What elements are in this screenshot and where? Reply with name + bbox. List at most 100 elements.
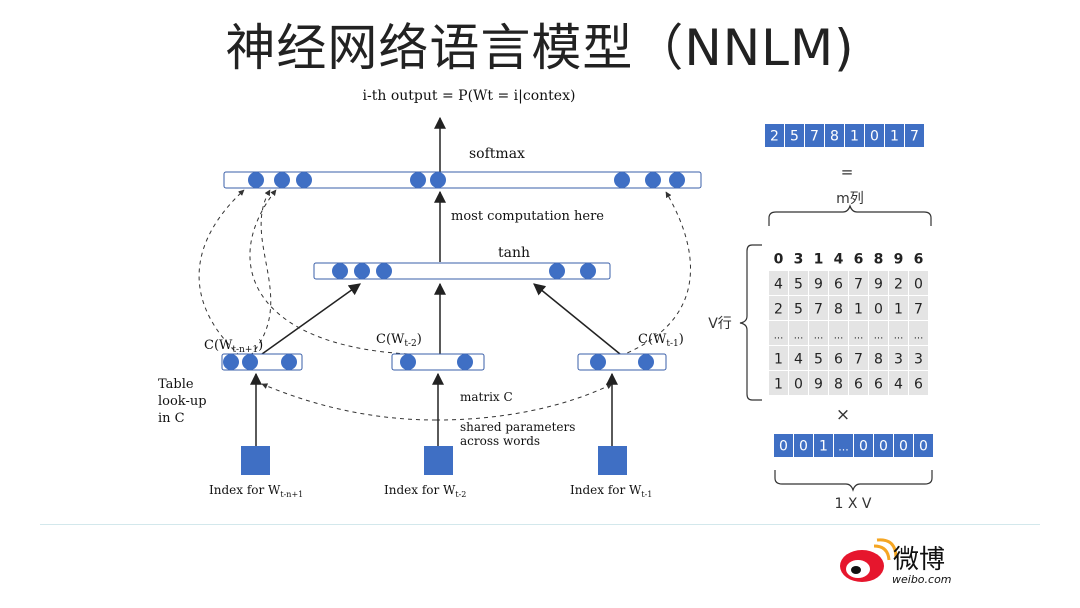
matrix-value: 8: [834, 302, 843, 318]
embedding-vector-cell: 5: [785, 124, 804, 147]
multiply-sign: ×: [836, 405, 850, 425]
onehot-vector-cell: 0: [874, 434, 893, 457]
matrix-value: 5: [794, 277, 803, 293]
onehot-vector-value: 0: [859, 439, 868, 455]
index-label-1: Index for Wt-n+1: [209, 483, 303, 499]
matrix-value: 5: [814, 352, 823, 368]
context-label-3: C(Wt-1): [638, 332, 684, 349]
matrix-cell: 0: [789, 371, 808, 395]
matrix-value: 6: [914, 377, 923, 393]
matrix-value: 8: [874, 252, 884, 268]
matrix-value: 9: [814, 377, 823, 393]
matrix-cell: 3: [889, 346, 908, 370]
tanh-neuron: [354, 263, 370, 279]
matrix-value: 0: [874, 302, 883, 318]
matrix-value: 1: [774, 377, 783, 393]
matrix-value: 8: [874, 352, 883, 368]
matrix-cell: 5: [809, 346, 828, 370]
tanh-neuron: [332, 263, 348, 279]
embedding-vector-value: 1: [850, 129, 859, 145]
matrix-value: 4: [894, 377, 903, 393]
v-rows-label: V行: [708, 316, 732, 332]
index-label-3: Index for Wt-1: [570, 483, 652, 499]
matrix-value: 3: [794, 252, 804, 268]
matrix-cell: ...: [809, 321, 828, 345]
matrix-value: 7: [914, 302, 923, 318]
matrix-cell: 4: [829, 246, 848, 270]
matrix-value: 5: [794, 302, 803, 318]
matrix-value: 4: [834, 252, 844, 268]
softmax-neuron: [614, 172, 630, 188]
tanh-neurons: [332, 263, 596, 279]
matrix-cell: ...: [909, 321, 928, 345]
matrix-cell: 7: [909, 296, 928, 320]
matrix-value: ...: [794, 331, 804, 342]
context-neuron: [242, 354, 258, 370]
matrix-value: 8: [834, 377, 843, 393]
embedding-vector-value: 5: [790, 129, 799, 145]
matrix-cell: 1: [889, 296, 908, 320]
matrix-cell: ...: [889, 321, 908, 345]
matrix-value: ...: [814, 331, 824, 342]
context-box-1: [221, 353, 303, 371]
ctx1-to-tanh-arrow: [261, 283, 361, 355]
matrix-cell: 1: [849, 296, 868, 320]
matrix-cell: 3: [789, 246, 808, 270]
matrix-value: 2: [774, 302, 783, 318]
embedding-vector-cell: 7: [805, 124, 824, 147]
matrix-value: 7: [814, 302, 823, 318]
embedding-vector-cell: 7: [905, 124, 924, 147]
matrix-cell: 6: [849, 371, 868, 395]
matrix-value: ...: [854, 331, 864, 342]
matrix-cell: 1: [809, 246, 828, 270]
skip-connection-middle: [249, 189, 409, 355]
matrix-value: 6: [914, 252, 924, 268]
matrix-cell: 8: [869, 246, 888, 270]
matrix-cell: ...: [869, 321, 888, 345]
matrix-value: 6: [854, 252, 864, 268]
ctx3-to-tanh-arrow: [533, 283, 621, 355]
weibo-brand: 微博: [893, 545, 945, 575]
embedding-vector-value: 0: [870, 129, 879, 145]
v-rows-brace: [739, 244, 762, 401]
matrix-value: 1: [814, 252, 824, 268]
footer-divider: [40, 524, 1040, 525]
weibo-logo: [840, 538, 898, 582]
onehot-vector-value: 1: [819, 439, 828, 455]
matrix-value: 3: [914, 352, 923, 368]
matrix-value: 6: [874, 377, 883, 393]
matrix-value: 4: [774, 277, 783, 293]
onehot-vector-value: ...: [838, 441, 849, 454]
slide-title: 神经网络语言模型（NNLM): [225, 19, 855, 77]
matrix-cell: 1: [769, 371, 788, 395]
matrix-cell: ...: [769, 321, 788, 345]
matrix-value: 9: [814, 277, 823, 293]
matrix-cell: 6: [869, 371, 888, 395]
matrix-cell: 6: [829, 346, 848, 370]
embedding-vector-cell: 1: [845, 124, 864, 147]
matrix-value: ...: [894, 331, 904, 342]
context-neuron: [638, 354, 654, 370]
matrix-value: 6: [834, 352, 843, 368]
index-input-1: [241, 446, 270, 475]
most-computation-label: most computation here: [451, 209, 604, 224]
softmax-neuron: [669, 172, 685, 188]
matrix-cell: ...: [789, 321, 808, 345]
context-label-1: C(Wt-n+1): [204, 338, 263, 355]
onehot-vector-cell: 0: [914, 434, 933, 457]
embedding-vector-value: 7: [810, 129, 819, 145]
tanh-label: tanh: [498, 245, 530, 261]
matrix-value: ...: [874, 331, 884, 342]
index-input-3: [598, 446, 627, 475]
matrix-cell: 4: [769, 271, 788, 295]
matrix-cell: ...: [849, 321, 868, 345]
matrix-cell: 5: [789, 296, 808, 320]
matrix-value: 1: [854, 302, 863, 318]
skip-connection-left-outer: [198, 189, 245, 357]
matrix-cell: 0: [909, 271, 928, 295]
matrix-value: 1: [894, 302, 903, 318]
matrix-cell: 9: [809, 371, 828, 395]
